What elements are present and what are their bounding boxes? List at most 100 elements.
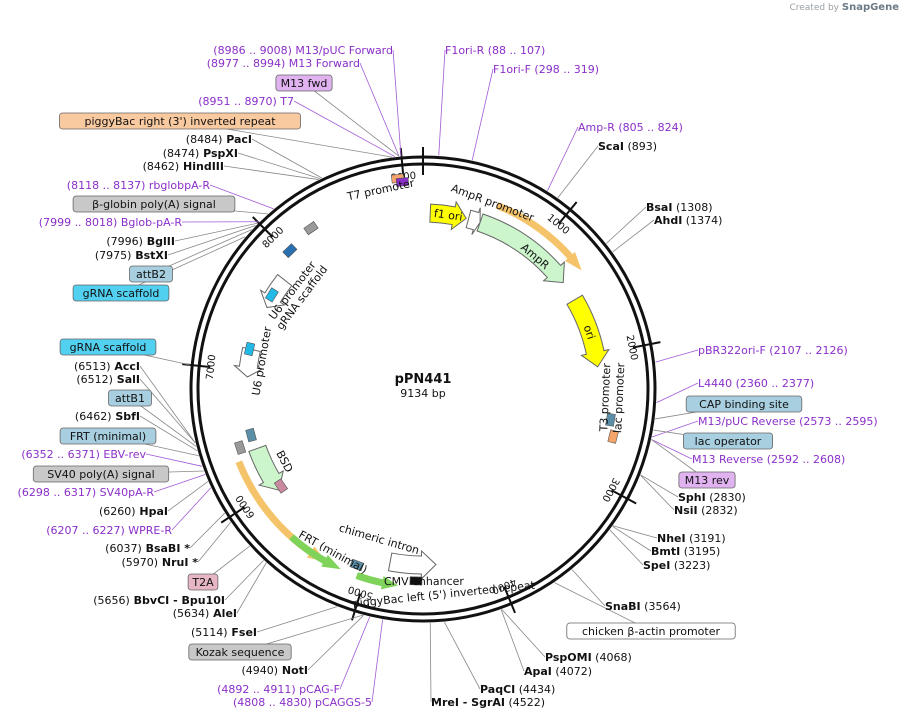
site-label-bbvci[interactable]: (5656) BbvCI - Bpu10I bbox=[93, 594, 225, 607]
feature-label-bglobin[interactable]: β-globin poly(A) signal bbox=[72, 195, 236, 213]
feature-label-cba[interactable]: chicken β-actin promoter bbox=[566, 622, 736, 640]
leader-line bbox=[256, 606, 338, 633]
label-part: ApaI bbox=[524, 665, 552, 678]
feature-marker[interactable] bbox=[245, 427, 257, 443]
label-part: (4808 .. 4830) bbox=[233, 696, 312, 709]
primer-label-m13-fwd[interactable]: (8977 .. 8994) M13 Forward bbox=[207, 57, 360, 70]
primer-label-f1ori-f[interactable]: F1ori-F (298 .. 319) bbox=[493, 63, 599, 76]
feature-label-kozak[interactable]: Kozak sequence bbox=[188, 643, 292, 661]
primer-label-pcag[interactable]: (4892 .. 4911) pCAG-F bbox=[217, 683, 340, 696]
feature-arrow-chimeric-intron[interactable] bbox=[355, 572, 399, 590]
feature-label-attb2[interactable]: attB2 bbox=[129, 265, 173, 283]
feature-label-cap[interactable]: CAP binding site bbox=[685, 395, 803, 413]
feature-marker[interactable] bbox=[409, 576, 423, 586]
feature-label-grna1[interactable]: gRNA scaffold bbox=[72, 284, 170, 302]
primer-label-pcaggs[interactable]: (4808 .. 4830) pCAGGS-5 bbox=[233, 696, 372, 709]
primer-label-t7[interactable]: (8951 .. 8970) T7 bbox=[198, 95, 294, 108]
feature-arc-label: CMV enhancer bbox=[384, 575, 464, 588]
feature-label-attb1[interactable]: attB1 bbox=[108, 389, 152, 407]
site-label-hpai[interactable]: (6260) HpaI bbox=[99, 505, 168, 518]
feature-label-frt[interactable]: FRT (minimal) bbox=[59, 427, 157, 445]
feature-arrow-f1-ori[interactable] bbox=[429, 200, 467, 231]
site-label-acci[interactable]: (6513) AccI bbox=[74, 360, 140, 373]
primer-label-rbglobpa[interactable]: (8118 .. 8137) rbglobpA-R bbox=[67, 179, 211, 192]
feature-marker[interactable] bbox=[605, 412, 616, 427]
feature-label-box bbox=[685, 395, 803, 413]
label-part: F1ori-F bbox=[493, 63, 531, 76]
primer-label-m13-rev[interactable]: M13 Reverse (2592 .. 2608) bbox=[692, 453, 845, 466]
feature-arrow-ampr-promoter[interactable] bbox=[465, 207, 481, 235]
leader-line bbox=[612, 219, 655, 253]
leader-line bbox=[640, 474, 675, 511]
feature-label-text: FRT (minimal) bbox=[70, 430, 146, 443]
feature-marker[interactable] bbox=[349, 558, 365, 572]
primer-label-pbr322[interactable]: pBR322ori-F (2107 .. 2126) bbox=[698, 344, 848, 357]
feature-marker[interactable] bbox=[243, 341, 256, 357]
feature-label-box bbox=[59, 338, 157, 356]
feature-label-piggybac-right[interactable]: piggyBac right (3') inverted repeat bbox=[59, 112, 301, 130]
site-label-sali[interactable]: (6512) SalI bbox=[76, 373, 140, 386]
feature-arrow-cmv-enhancer[interactable] bbox=[387, 549, 437, 581]
site-label-nrui[interactable]: (5970) NruI * bbox=[121, 556, 198, 569]
site-label-ahdi[interactable]: AhdI (1374) bbox=[654, 214, 722, 227]
site-label-bstxi[interactable]: (7975) BstXI bbox=[95, 249, 168, 262]
feature-label-text: piggyBac right (3') inverted repeat bbox=[84, 115, 276, 128]
site-label-sbfi[interactable]: (6462) SbfI bbox=[75, 410, 140, 423]
site-label-scai[interactable]: ScaI (893) bbox=[598, 140, 657, 153]
credit-brand: SnapGene bbox=[841, 2, 899, 13]
feature-arrow-ampr[interactable] bbox=[476, 213, 565, 284]
feature-marker[interactable] bbox=[395, 177, 410, 187]
site-label-bmti[interactable]: BmtI (3195) bbox=[651, 545, 720, 558]
primer-label-l4440[interactable]: L4440 (2360 .. 2377) bbox=[698, 377, 814, 390]
site-label-bsabi[interactable]: (6037) BsaBI * bbox=[105, 542, 190, 555]
feature-label-grna2[interactable]: gRNA scaffold bbox=[59, 338, 157, 356]
site-label-noti[interactable]: (4940) NotI bbox=[241, 664, 308, 677]
site-label-apai[interactable]: ApaI (4072) bbox=[524, 665, 592, 678]
feature-marker[interactable] bbox=[282, 243, 298, 259]
feature-arrow-ori[interactable] bbox=[566, 294, 610, 368]
primer-label-ebv[interactable]: (6352 .. 6371) EBV-rev bbox=[21, 448, 146, 461]
primer-label-bglob-pa[interactable]: (7999 .. 8018) Bglob-pA-R bbox=[39, 216, 183, 229]
primer-label-m13puc-fwd[interactable]: (8986 .. 9008) M13/pUC Forward bbox=[213, 44, 393, 57]
leader-line bbox=[651, 439, 693, 460]
label-part: (3564) bbox=[641, 600, 681, 613]
feature-label-text: attB2 bbox=[136, 268, 166, 281]
site-label-paci[interactable]: (8484) PacI bbox=[186, 133, 252, 146]
feature-marker[interactable] bbox=[264, 287, 279, 303]
site-label-bglii[interactable]: (7996) BglII bbox=[106, 235, 175, 248]
site-label-nsii[interactable]: NsiI (2832) bbox=[674, 504, 738, 517]
feature-marker[interactable] bbox=[273, 478, 289, 494]
label-part: (3195) bbox=[680, 545, 720, 558]
feature-label-m13fwd-box[interactable]: M13 fwd bbox=[275, 74, 333, 92]
site-label-nhei[interactable]: NheI (3191) bbox=[657, 532, 726, 545]
feature-arrow-green-2[interactable] bbox=[289, 534, 341, 570]
primer-label-m13puc-rev[interactable]: M13/pUC Reverse (2573 .. 2595) bbox=[698, 415, 878, 428]
feature-label-lacop[interactable]: lac operator bbox=[683, 432, 774, 450]
feature-marker[interactable] bbox=[303, 221, 319, 236]
label-part: SbfI bbox=[111, 410, 140, 423]
site-label-mrei[interactable]: MreI - SgrAI (4522) bbox=[431, 696, 545, 709]
primer-label-sv40pa[interactable]: (6298 .. 6317) SV40pA-R bbox=[18, 486, 155, 499]
site-label-sphi[interactable]: SphI (2830) bbox=[678, 491, 746, 504]
primer-label-amp-r[interactable]: Amp-R (805 .. 824) bbox=[578, 121, 683, 134]
feature-marker[interactable] bbox=[234, 440, 247, 455]
primer-label-wpre[interactable]: (6207 .. 6227) WPRE-R bbox=[46, 524, 172, 537]
site-label-spei[interactable]: SpeI (3223) bbox=[643, 559, 710, 572]
label-part: (8474) bbox=[163, 147, 200, 160]
feature-arrow-orange-amp[interactable] bbox=[495, 202, 582, 271]
feature-marker[interactable] bbox=[607, 429, 619, 444]
site-label-pspxi[interactable]: (8474) PspXI bbox=[163, 147, 238, 160]
feature-arrow-bsd[interactable] bbox=[248, 444, 284, 491]
site-label-paqci[interactable]: PaqCI (4434) bbox=[480, 683, 555, 696]
site-label-alei[interactable]: (5634) AleI bbox=[173, 607, 237, 620]
site-label-snabi[interactable]: SnaBI (3564) bbox=[605, 600, 681, 613]
feature-label-m13rev-box[interactable]: M13 rev bbox=[678, 471, 736, 489]
site-label-hindiii[interactable]: (8462) HindIII bbox=[143, 160, 224, 173]
feature-label-t2a[interactable]: T2A bbox=[187, 573, 219, 591]
site-label-fsei[interactable]: (5114) FseI bbox=[191, 626, 257, 639]
primer-label-f1ori-r[interactable]: F1ori-R (88 .. 107) bbox=[445, 44, 545, 57]
site-label-pspomi[interactable]: PspOMI (4068) bbox=[545, 651, 632, 664]
site-label-bsai[interactable]: BsaI (1308) bbox=[646, 201, 713, 214]
feature-label-sv40[interactable]: SV40 poly(A) signal bbox=[32, 465, 170, 483]
leader-line bbox=[609, 529, 644, 566]
